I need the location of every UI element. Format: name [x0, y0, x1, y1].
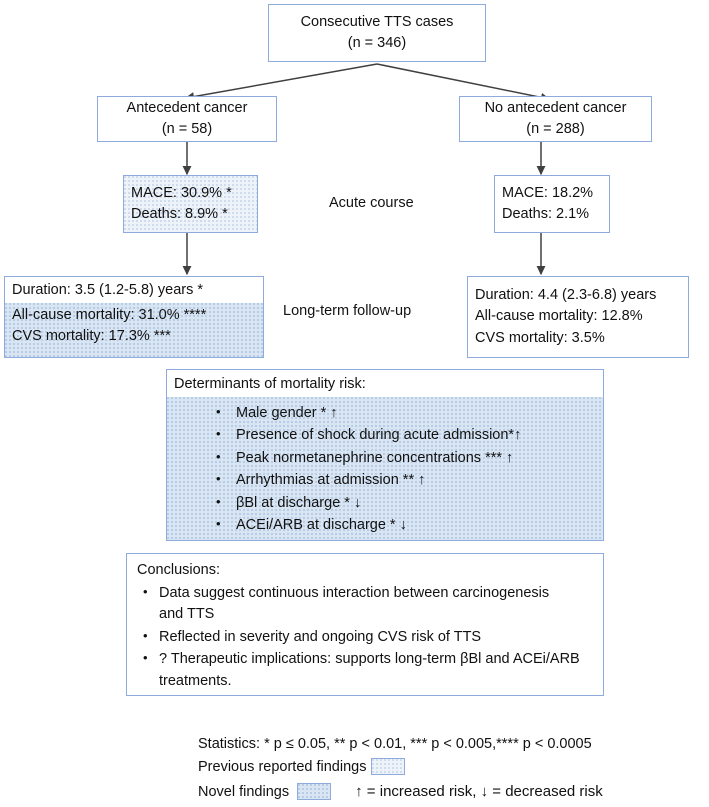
list-item: ACEi/ARB at discharge * ↓: [174, 514, 596, 536]
node-followup-no-cancer: Duration: 4.4 (2.3-6.8) years All-cause …: [467, 276, 689, 358]
node-acute-cancer-mace: MACE: 30.9% *: [131, 184, 232, 201]
stage-label-longterm: Long-term follow-up: [283, 303, 412, 319]
legend: Statistics: * p ≤ 0.05, ** p < 0.01, ***…: [198, 733, 603, 804]
node-followup-cancer-duration-row: Duration: 3.5 (1.2-5.8) years *: [5, 277, 263, 303]
legend-previous-swatch: [370, 758, 405, 776]
list-item: Male gender * ↑: [174, 402, 596, 424]
node-acute-no-cancer-mace: MACE: 18.2%: [502, 184, 594, 201]
node-root-line2: (n = 346): [347, 35, 407, 51]
list-item: Reflected in severity and ongoing CVS ri…: [137, 626, 589, 648]
node-followup-cancer-cvs: CVS mortality: 17.3% ***: [12, 328, 171, 345]
list-item: Data suggest continuous interaction betw…: [137, 582, 564, 626]
node-determinants: Determinants of mortality risk: Male gen…: [166, 369, 604, 541]
node-antecedent-cancer-line2: (n = 58): [161, 121, 213, 137]
legend-novel-label: Novel findings: [198, 783, 290, 800]
node-followup-cancer-all-cause: All-cause mortality: 31.0% ****: [12, 307, 207, 323]
node-conclusions-heading: Conclusions:: [137, 562, 221, 578]
node-root-line1: Consecutive TTS cases: [300, 13, 454, 30]
node-conclusions: Conclusions: Data suggest continuous int…: [126, 553, 604, 696]
list-item: ? Therapeutic implications: supports lon…: [137, 648, 599, 692]
list-item: Arrhythmias at admission ** ↑: [174, 469, 596, 491]
list-item: Presence of shock during acute admission…: [174, 424, 596, 446]
legend-novel-swatch: [297, 782, 332, 800]
node-followup-no-cancer-cvs: CVS mortality: 3.5%: [475, 329, 605, 346]
node-acute-cancer-deaths: Deaths: 8.9% *: [131, 206, 228, 222]
determinants-list: Male gender * ↑ Presence of shock during…: [174, 402, 596, 537]
node-antecedent-cancer-line1: Antecedent cancer: [126, 99, 248, 116]
node-followup-cancer-mortality-rows: All-cause mortality: 31.0% **** CVS mort…: [5, 303, 263, 357]
node-followup-cancer: Duration: 3.5 (1.2-5.8) years * All-caus…: [4, 276, 264, 358]
node-followup-no-cancer-all-cause: All-cause mortality: 12.8%: [475, 308, 643, 325]
list-item: βBl at discharge * ↓: [174, 492, 596, 514]
node-acute-no-cancer-deaths: Deaths: 2.1%: [502, 206, 590, 222]
legend-statistics: Statistics: * p ≤ 0.05, ** p < 0.01, ***…: [198, 736, 592, 752]
node-no-antecedent-cancer: No antecedent cancer (n = 288): [459, 96, 652, 142]
node-determinants-heading: Determinants of mortality risk:: [174, 376, 366, 392]
node-antecedent-cancer: Antecedent cancer (n = 58): [97, 96, 277, 142]
node-no-antecedent-cancer-line1: No antecedent cancer: [484, 99, 627, 116]
node-root: Consecutive TTS cases (n = 346): [268, 4, 486, 62]
node-followup-no-cancer-duration: Duration: 4.4 (2.3-6.8) years: [475, 287, 657, 304]
legend-novel-row: Novel findings ↑ = increased risk, ↓ = d…: [198, 780, 603, 804]
conclusions-list: Data suggest continuous interaction betw…: [137, 582, 593, 692]
node-acute-no-cancer: MACE: 18.2% Deaths: 2.1%: [494, 175, 610, 233]
list-item: Peak normetanephrine concentrations *** …: [174, 447, 596, 469]
node-acute-cancer: MACE: 30.9% * Deaths: 8.9% *: [123, 175, 258, 233]
legend-previous-row: Previous reported findings: [198, 756, 603, 779]
node-determinants-heading-row: Determinants of mortality risk:: [167, 370, 603, 397]
legend-previous-label: Previous reported findings: [198, 759, 367, 776]
node-determinants-list-wrap: Male gender * ↑ Presence of shock during…: [167, 397, 603, 540]
stage-label-acute: Acute course: [329, 195, 414, 211]
node-no-antecedent-cancer-line2: (n = 288): [526, 121, 585, 137]
node-followup-cancer-duration: Duration: 3.5 (1.2-5.8) years *: [12, 282, 204, 298]
legend-arrows-note: ↑ = increased risk, ↓ = decreased risk: [355, 782, 603, 800]
